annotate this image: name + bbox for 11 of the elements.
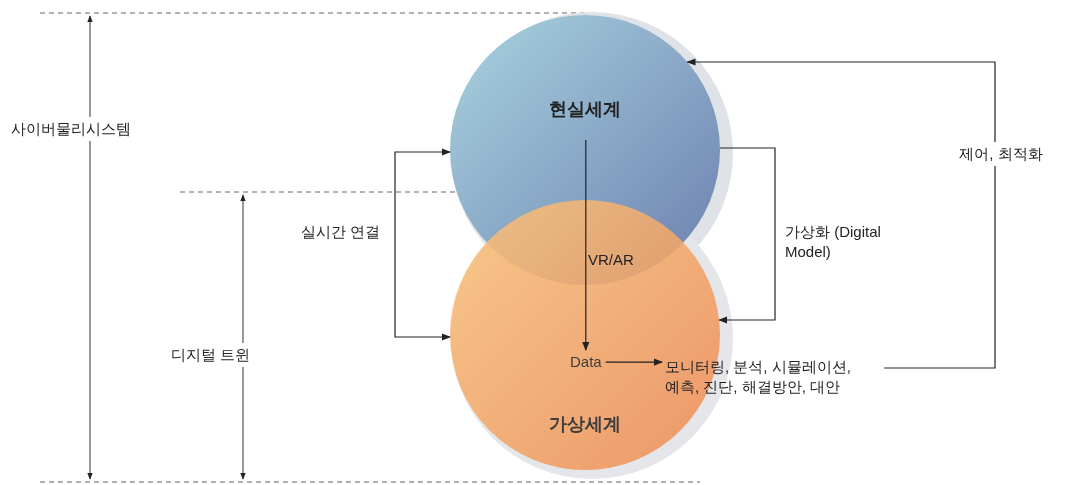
- arrow: [605, 358, 663, 366]
- edge-label: 가상화 (Digital Model): [785, 222, 882, 263]
- circle-title: 가상세계: [548, 413, 622, 436]
- arrow: [394, 148, 451, 341]
- arrow: [686, 58, 996, 369]
- arrow: [718, 147, 776, 324]
- arrow: [582, 139, 590, 351]
- data-label: Data: [570, 352, 602, 373]
- circle-title: 현실세계: [548, 98, 622, 121]
- edge-label: 실시간 연결: [300, 222, 380, 242]
- edge-label: VR/AR: [588, 250, 635, 270]
